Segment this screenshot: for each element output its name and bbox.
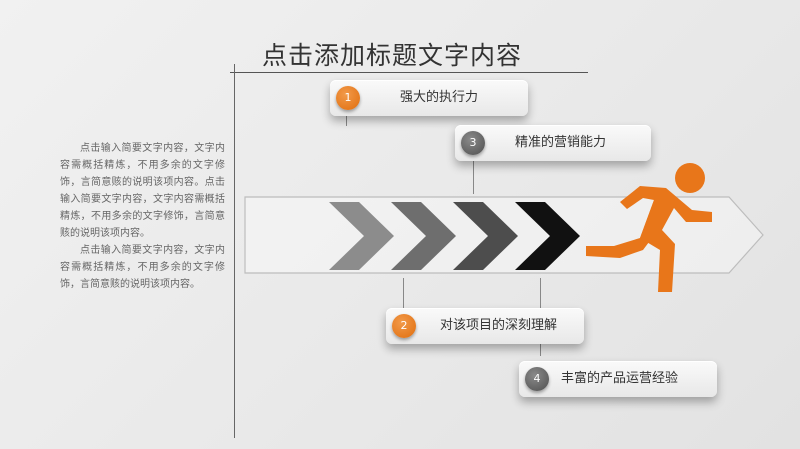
connector-2 bbox=[403, 278, 404, 308]
item-number-2: 2 bbox=[392, 314, 416, 338]
item-number-1: 1 bbox=[336, 86, 360, 110]
running-man-icon bbox=[586, 163, 712, 292]
item-label-2: 对该项目的深刻理解 bbox=[440, 318, 558, 333]
vertical-divider bbox=[234, 64, 235, 438]
item-label-4: 丰富的产品运营经验 bbox=[561, 371, 679, 386]
description-paragraph-2: 点击输入简要文字内容，文字内容需概括精炼，不用多余的文字修饰，言简意赅的说明该项… bbox=[60, 245, 225, 290]
item-number-3: 3 bbox=[461, 131, 485, 155]
arrow-outline bbox=[244, 196, 764, 274]
description-text: 点击输入简要文字内容，文字内容需概括精炼，不用多余的文字修饰，言简意赅的说明该项… bbox=[60, 140, 225, 293]
chevron-4 bbox=[515, 202, 580, 270]
item-box-4[interactable]: 4 丰富的产品运营经验 bbox=[519, 361, 717, 397]
connector-3 bbox=[473, 160, 474, 194]
item-box-3[interactable]: 3 精准的营销能力 bbox=[455, 125, 651, 161]
title-underline bbox=[230, 72, 588, 73]
description-paragraph-1: 点击输入简要文字内容，文字内容需概括精炼，不用多余的文字修饰，言简意赅的说明该项… bbox=[60, 143, 225, 239]
item-box-1[interactable]: 1 强大的执行力 bbox=[330, 80, 528, 116]
chevron-1 bbox=[329, 202, 394, 270]
chevron-2 bbox=[391, 202, 456, 270]
page-title: 点击添加标题文字内容 bbox=[262, 41, 523, 70]
item-label-3: 精准的营销能力 bbox=[515, 135, 607, 150]
chevron-3 bbox=[453, 202, 518, 270]
item-box-2[interactable]: 2 对该项目的深刻理解 bbox=[386, 308, 584, 344]
item-label-1: 强大的执行力 bbox=[400, 90, 479, 105]
connector-1 bbox=[346, 116, 347, 126]
item-number-4: 4 bbox=[525, 367, 549, 391]
